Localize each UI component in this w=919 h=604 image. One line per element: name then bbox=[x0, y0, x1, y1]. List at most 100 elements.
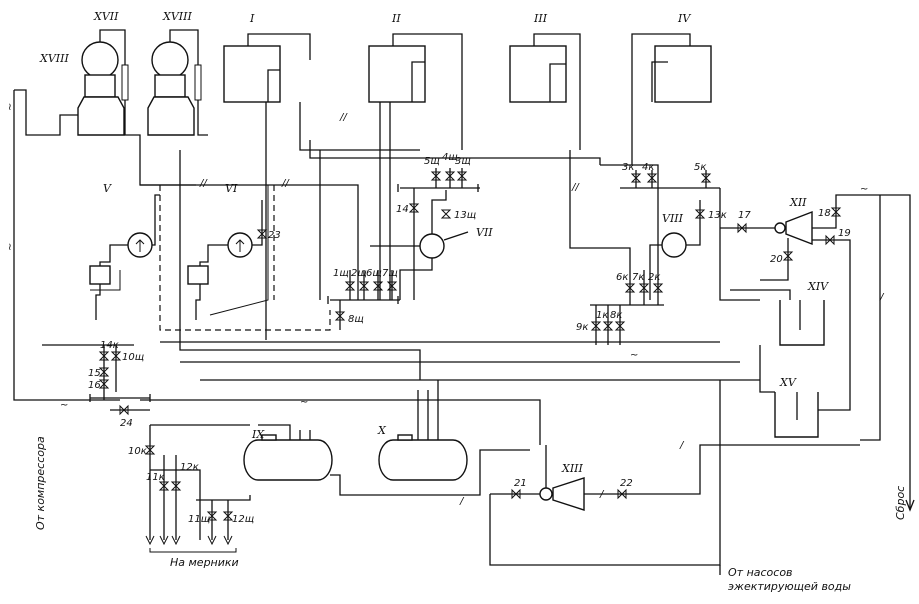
label-2sch: 2щ bbox=[351, 268, 367, 279]
label-line-xviii: XVIII bbox=[39, 52, 69, 65]
label-8k: 8к bbox=[610, 310, 622, 321]
valve-12sch-symbol bbox=[222, 511, 234, 521]
label-tank-iv: IV bbox=[677, 12, 691, 25]
mark-dslash-2: // bbox=[281, 178, 290, 189]
label-23: 23 bbox=[268, 230, 281, 241]
valve-11sch-symbol bbox=[206, 511, 218, 521]
vessel-ix bbox=[243, 434, 333, 481]
label-22: 22 bbox=[620, 478, 633, 489]
label-5k: 5к bbox=[694, 162, 706, 173]
label-pump-vi: VI bbox=[225, 182, 238, 195]
label-xiv: XIV bbox=[807, 280, 829, 293]
label-11sch: 11щ bbox=[188, 514, 210, 525]
valve-6sch-symbol bbox=[372, 281, 384, 291]
label-7k: 7к bbox=[632, 272, 644, 283]
compressor-xviii bbox=[147, 41, 202, 136]
label-ix: IX bbox=[251, 428, 265, 441]
valve-17-symbol bbox=[737, 222, 747, 234]
mark-slash-4: / bbox=[879, 292, 885, 303]
valve-7sch-symbol bbox=[386, 281, 398, 291]
label-pump-viii: VIII bbox=[662, 212, 684, 225]
valve-9k-symbol bbox=[590, 321, 602, 331]
label-10k: 10к bbox=[128, 446, 147, 457]
label-8sch: 8щ bbox=[348, 314, 364, 325]
pump-v bbox=[127, 232, 153, 258]
label-20: 20 bbox=[770, 254, 783, 265]
label-pump-vii: VII bbox=[476, 226, 493, 239]
valve-22-symbol bbox=[617, 488, 627, 500]
label-15: 15 bbox=[88, 368, 101, 379]
label-10sch: 10щ bbox=[122, 352, 144, 363]
valve-10sch-symbol bbox=[110, 351, 122, 361]
label-13k: 13к bbox=[708, 210, 727, 221]
separator-xiv bbox=[779, 300, 825, 346]
ejector-xiii bbox=[539, 477, 585, 511]
mark-dslash-1: // bbox=[199, 178, 208, 189]
ejector-xii bbox=[774, 210, 813, 246]
valve-5sch-symbol bbox=[430, 171, 442, 181]
valve-14k-symbol bbox=[98, 351, 110, 361]
label-x: X bbox=[377, 424, 387, 437]
compressor-xvii bbox=[77, 41, 129, 136]
label-xvii: XVII bbox=[93, 10, 119, 23]
label-pump-v: V bbox=[103, 182, 112, 195]
label-12sch: 12щ bbox=[232, 514, 254, 525]
valve-24-symbol bbox=[119, 404, 129, 416]
label-2k: 2к bbox=[648, 272, 660, 283]
mark-dslash-4: // bbox=[571, 182, 580, 193]
mark-tilde-2: ~ bbox=[300, 397, 308, 408]
valve-12k-symbol bbox=[170, 481, 182, 491]
mark-tilde-1: ~ bbox=[60, 400, 68, 411]
valve-19-symbol bbox=[825, 234, 835, 246]
valve-15-symbol bbox=[98, 367, 110, 377]
label-11k: 11к bbox=[146, 472, 165, 483]
mark-tilde-4: ~ bbox=[860, 184, 868, 195]
valve-1sch-symbol bbox=[344, 281, 356, 291]
label-24: 24 bbox=[120, 418, 133, 429]
label-19: 19 bbox=[838, 228, 851, 239]
label-xv: XV bbox=[779, 376, 797, 389]
label-from-pumps-1: От насосов bbox=[728, 566, 793, 579]
label-tank-ii: II bbox=[391, 12, 401, 25]
valve-13sch-symbol bbox=[440, 209, 452, 219]
valve-8sch-symbol bbox=[334, 311, 346, 321]
pump-viii bbox=[661, 232, 687, 258]
valve-3sch-symbol bbox=[456, 171, 468, 181]
valve-4sch-symbol bbox=[444, 171, 456, 181]
label-1k: 1к bbox=[596, 310, 608, 321]
label-xviii: XVIII bbox=[162, 10, 192, 23]
tank-ii bbox=[368, 45, 426, 103]
label-from-compressor: От компрессора bbox=[34, 436, 47, 530]
label-3k: 3к bbox=[622, 162, 634, 173]
valve-18-symbol bbox=[830, 207, 842, 217]
mark-slash-1: / bbox=[459, 496, 465, 507]
label-1sch: 1щ bbox=[333, 268, 349, 279]
label-3sch: 3щ bbox=[455, 156, 471, 167]
label-from-pumps-2: эжектирующей воды bbox=[728, 580, 851, 593]
label-to-meters: На мерники bbox=[170, 556, 239, 569]
pump-vii bbox=[419, 233, 445, 259]
valve-11k-symbol bbox=[158, 481, 170, 491]
tank-iii bbox=[509, 45, 567, 103]
label-7sch: 7щ bbox=[382, 268, 398, 279]
valve-23-symbol bbox=[256, 229, 268, 239]
valve-6k-symbol bbox=[624, 283, 636, 293]
valve-16-symbol bbox=[98, 379, 110, 389]
valve-21-symbol bbox=[511, 488, 521, 500]
mark-wave-2: ≀ bbox=[8, 242, 12, 253]
label-14: 14 bbox=[396, 204, 409, 215]
label-13sch: 13щ bbox=[454, 210, 476, 221]
valve-5k-symbol bbox=[700, 173, 712, 183]
mark-wave-1: ≀ bbox=[8, 102, 12, 113]
label-ejector-xii: XII bbox=[789, 196, 807, 209]
valve-1k-symbol bbox=[602, 321, 614, 331]
vessel-x bbox=[378, 434, 468, 481]
label-4k: 4к bbox=[642, 162, 654, 173]
pump-vi bbox=[227, 232, 253, 258]
valve-20-symbol bbox=[782, 251, 794, 261]
valve-7k-symbol bbox=[638, 283, 650, 293]
label-21: 21 bbox=[514, 478, 527, 489]
label-18: 18 bbox=[818, 208, 831, 219]
